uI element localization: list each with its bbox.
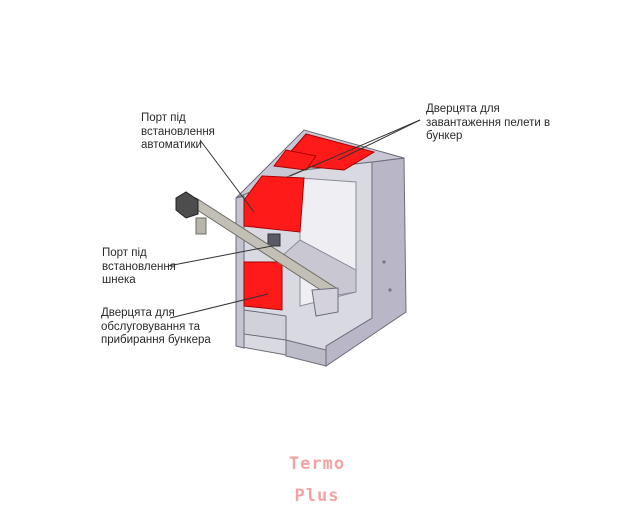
service-door-front — [243, 261, 283, 311]
leader-line-loading-2 — [289, 119, 421, 177]
auger-motor — [175, 191, 199, 219]
logo-line-2: Plus — [294, 486, 340, 506]
hopper-lower-frame — [243, 309, 287, 341]
leader-line-automation — [199, 139, 255, 213]
hopper-left-column — [235, 195, 245, 349]
automation-door-front — [243, 175, 305, 233]
side-panel-bolt — [388, 288, 392, 292]
auger-inlet-pipe — [195, 217, 207, 235]
loading-door-top-small — [273, 149, 317, 171]
label-loading-doors: Дверцята для завантаження пелети в бунке… — [426, 103, 551, 142]
leader-line-auger — [167, 245, 273, 267]
label-automation-port: Порт під встановлення автоматики — [141, 112, 215, 151]
automation-port-hatch — [267, 233, 281, 247]
logo-line-1: Termo — [288, 454, 346, 474]
termoplus-logo: Termo Plus — [262, 440, 372, 520]
pellet-hopper-diagram — [167, 119, 421, 367]
leader-line-service — [169, 293, 269, 319]
hopper-base-leg — [285, 339, 327, 367]
label-auger-port: Порт під встановлення шнека — [102, 247, 176, 286]
auger-outlet-box — [311, 287, 339, 317]
side-panel-bolt — [382, 260, 386, 264]
label-service-door: Дверцята для обслуговування та прибиранн… — [101, 307, 211, 346]
leader-line-loading-1 — [337, 119, 421, 161]
